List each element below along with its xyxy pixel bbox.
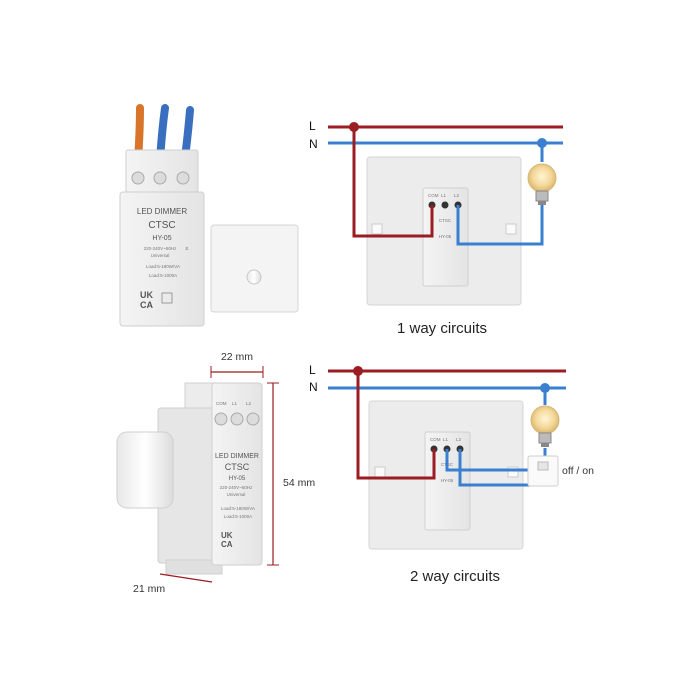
module-top-left: LED DIMMER CTSC HY-05 220-240V~50Hz E Un… (119, 104, 205, 327)
module-model-1: HY-05 (439, 234, 452, 239)
weee-icon (161, 292, 173, 304)
module-load1: Load:5-180W/VA (146, 264, 180, 269)
neutral-label-2: N (309, 380, 318, 394)
dim-height: 54 mm (283, 477, 315, 489)
light-bulb-icon-1 (527, 163, 557, 205)
wall-switch-icon (527, 455, 559, 487)
term-com-2: COM (430, 437, 441, 442)
side-universal: Universal (227, 492, 246, 497)
module-model: HY-05 (152, 235, 171, 242)
circuit-2-way: L N COM L1 L2 CTSC HY-05 (309, 363, 594, 585)
side-model: HY-05 (229, 476, 246, 482)
switch-label: off / on (562, 465, 594, 477)
term-l1-1: L1 (441, 193, 447, 198)
dimmer-faceplate (210, 224, 299, 313)
rotary-knob-icon (116, 431, 174, 509)
caption-2-way: 2 way circuits (410, 568, 500, 585)
side-ukca-2: CA (221, 540, 233, 549)
neutral-label-1: N (309, 137, 318, 151)
term-com-side: COM (216, 401, 227, 406)
module-title: LED DIMMER (137, 207, 187, 216)
dimmer-knob-icon (246, 269, 262, 285)
dim-depth: 21 mm (133, 583, 165, 595)
side-brand: CTSC (225, 462, 250, 472)
caption-1-way: 1 way circuits (397, 320, 487, 337)
live-label-2: L (309, 363, 316, 377)
module-rating-mark: E (185, 246, 188, 251)
term-l2-2: L2 (456, 437, 462, 442)
side-ukca: UK (221, 531, 233, 540)
module-brand-1: CTSC (439, 218, 452, 223)
module-model-2: HY-05 (441, 478, 454, 483)
module-load2: Load:5-1000A (149, 273, 177, 278)
live-label-1: L (309, 119, 316, 133)
ukca-mark-2: CA (140, 300, 153, 310)
term-l1-2: L1 (443, 437, 449, 442)
term-l2-side: L2 (246, 401, 252, 406)
module-universal: Universal (151, 253, 170, 258)
module-brand: CTSC (148, 220, 175, 231)
light-bulb-icon-2 (530, 405, 560, 447)
circuit-1-way: L N COM L1 L2 CTSC HY-05 1 way circuits (309, 119, 563, 337)
term-com-1: COM (428, 193, 439, 198)
term-l2-1: L2 (454, 193, 460, 198)
side-load2: Load:5-1000A (224, 514, 252, 519)
module-side-view: COM L1 L2 LED DIMMER CTSC HY-05 220-240V… (116, 351, 315, 595)
module-rating: 220-240V~50Hz (144, 246, 177, 251)
side-title: LED DIMMER (215, 453, 259, 460)
side-rating: 220-240V~50Hz (220, 485, 253, 490)
side-load1: Load:5-180W/VA (221, 506, 255, 511)
term-l1-side: L1 (232, 401, 238, 406)
dim-width: 22 mm (221, 351, 253, 363)
ukca-mark: UK (140, 290, 153, 300)
